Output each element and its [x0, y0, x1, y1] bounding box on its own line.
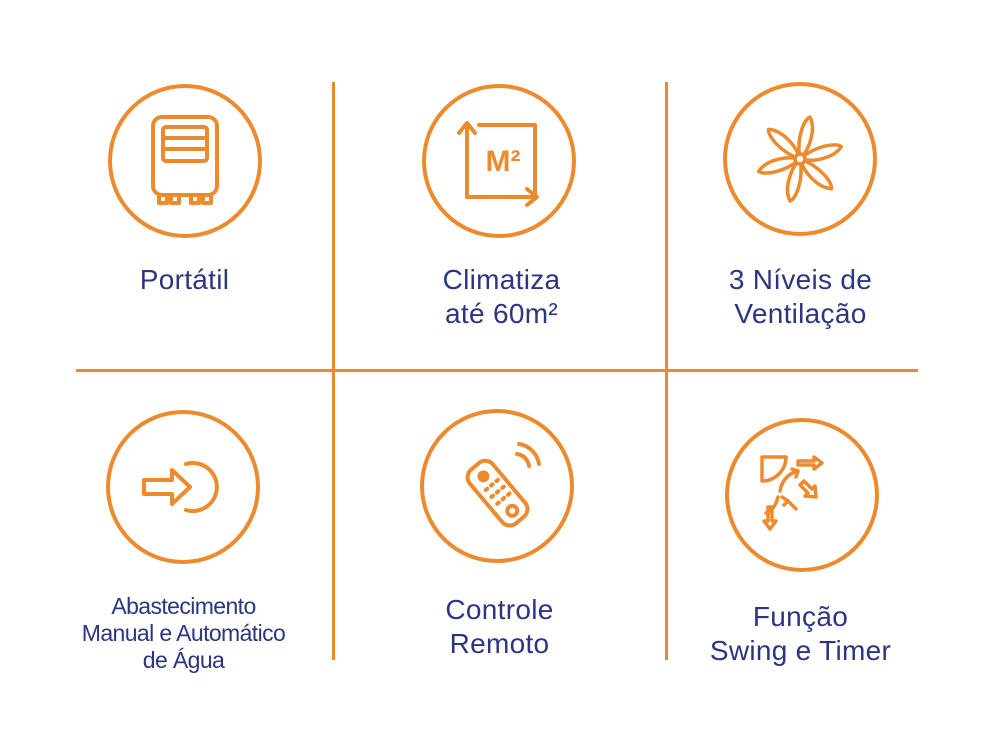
water-supply-icon: [142, 461, 219, 513]
feature-label-line: Abastecimento: [111, 593, 256, 619]
feature-icon-circle: [108, 84, 262, 238]
feature-label-line: Climatiza: [442, 264, 561, 295]
area-m2-icon: M²: [457, 121, 539, 207]
feature-icon-circle: [723, 82, 877, 236]
feature-label: Controle Remoto: [333, 593, 666, 661]
feature-label-line: Função: [752, 601, 849, 632]
feature-icon-circle: [420, 409, 574, 563]
swing-timer-icon: [760, 455, 824, 531]
feature-icon-circle: [725, 418, 879, 572]
feature-label-line: Remoto: [449, 628, 550, 659]
portable-unit-icon: [151, 115, 219, 205]
remote-control-icon: [465, 442, 541, 528]
feature-label-line: de Água: [142, 647, 225, 673]
feature-label: 3 Níveis de Ventilação: [634, 263, 967, 331]
feature-icon-circle: M²: [422, 84, 576, 238]
feature-label-line: Ventilação: [734, 298, 867, 329]
feature-icon-circle: [106, 410, 260, 564]
feature-label-line: Manual e Automático: [81, 620, 286, 646]
feature-label: Função Swing e Timer: [634, 600, 967, 668]
feature-label-line: 3 Níveis de: [728, 264, 873, 295]
fan-icon: [756, 115, 844, 203]
feature-label-line: Swing e Timer: [709, 635, 892, 666]
feature-label-line: Portátil: [139, 264, 230, 295]
feature-label: Climatiza até 60m²: [335, 263, 668, 331]
divider-horizontal: [76, 369, 918, 372]
feature-label-line: até 60m²: [445, 298, 558, 329]
feature-label: Portátil: [18, 263, 351, 297]
feature-label: Abastecimento Manual e Automático de Águ…: [17, 593, 350, 674]
area-badge-text: M²: [486, 145, 521, 178]
feature-label-line: Controle: [445, 594, 554, 625]
